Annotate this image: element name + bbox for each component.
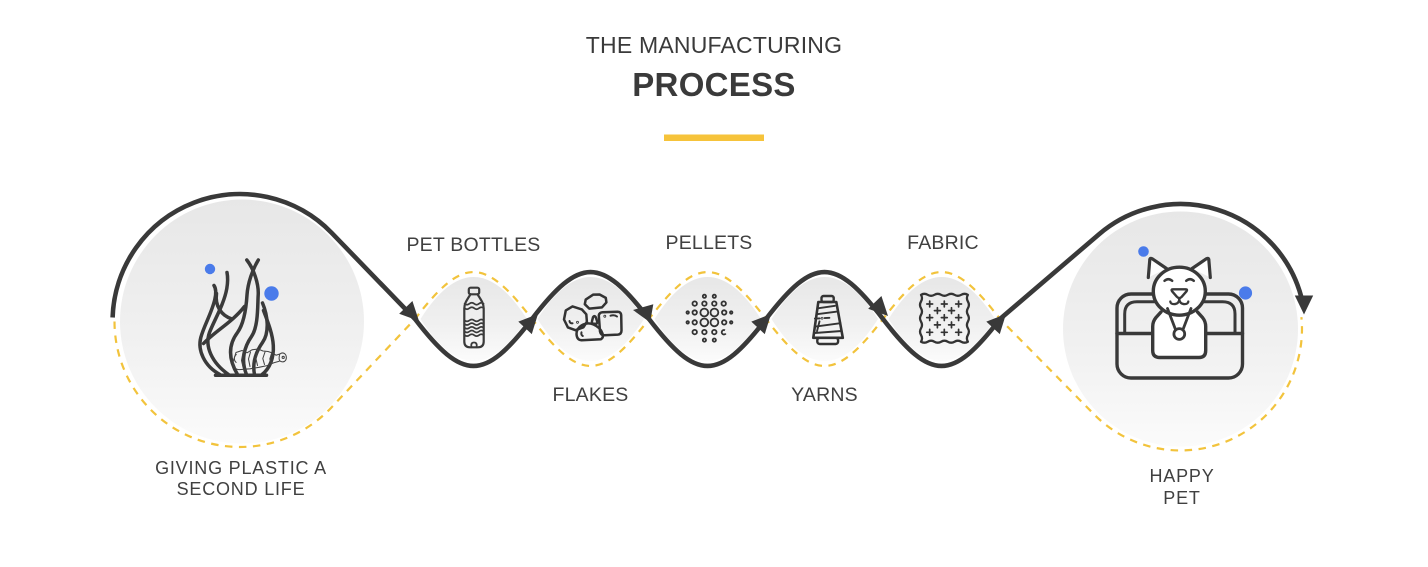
svg-text:GIVING PLASTIC A: GIVING PLASTIC A [155, 458, 327, 478]
svg-text:HAPPY: HAPPY [1149, 466, 1214, 486]
svg-text:FABRIC: FABRIC [907, 232, 979, 254]
svg-text:SECOND LIFE: SECOND LIFE [177, 479, 306, 499]
svg-text:THE MANUFACTURING: THE MANUFACTURING [586, 32, 842, 58]
svg-text:PROCESS: PROCESS [632, 66, 795, 103]
svg-text:YARNS: YARNS [791, 384, 858, 406]
svg-text:PET BOTTLES: PET BOTTLES [406, 234, 540, 256]
svg-text:PET: PET [1163, 488, 1200, 508]
svg-text:FLAKES: FLAKES [553, 384, 629, 406]
svg-text:PELLETS: PELLETS [665, 232, 752, 254]
